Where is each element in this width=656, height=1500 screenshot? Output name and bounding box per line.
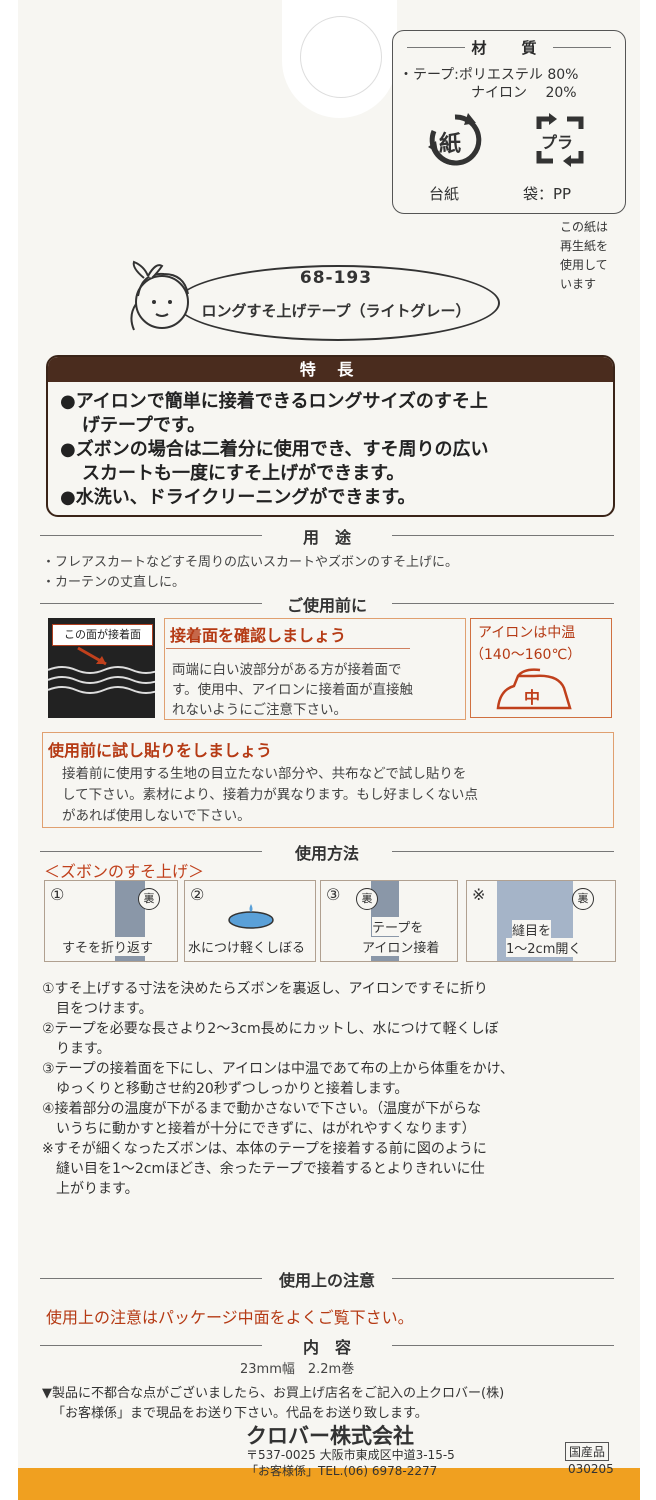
rule bbox=[40, 1345, 262, 1346]
origin-badge: 国産品 bbox=[565, 1442, 610, 1461]
rule bbox=[392, 603, 614, 604]
recycled-note-line: います bbox=[560, 277, 597, 291]
paper-recycle-icon bbox=[428, 113, 482, 166]
adhesive-line: 両端に白い波部分がある方が接着面で bbox=[172, 662, 402, 678]
rule bbox=[553, 47, 611, 48]
method-note-line: ゆっくりと移動させ約20秒ずつしっかりと接着します。 bbox=[42, 1081, 409, 1097]
method-note-line: いうちに動かすと接着が十分にできずに、はがれやすくなります） bbox=[42, 1121, 476, 1137]
feature-line: スカートも一度にすそ上げができます。 bbox=[82, 463, 405, 484]
adhesive-title: 接着面を確認しましょう bbox=[170, 626, 347, 645]
caution-text: 使用上の注意はパッケージ中面をよくご覧下さい。 bbox=[46, 1308, 414, 1327]
iron-icon bbox=[496, 668, 572, 710]
feature-line: げテープです。 bbox=[82, 415, 206, 436]
method-heading: 使用方法 bbox=[294, 844, 359, 863]
company-tel: 「お客様係」TEL.(06) 6978-2277 bbox=[246, 1464, 438, 1478]
plastic-recycle-icon bbox=[536, 113, 584, 167]
product-name: ロングすそ上げテープ（ライトグレー） bbox=[201, 302, 471, 320]
step-1-number: ① bbox=[50, 885, 65, 904]
notice-line: ▼製品に不都合な点がございましたら、お買上げ店名をご記入の上クロバー(株) bbox=[42, 1386, 505, 1401]
method-note-line: 上がります。 bbox=[42, 1181, 139, 1197]
rule bbox=[40, 603, 262, 604]
step-2-number: ② bbox=[190, 885, 205, 904]
step-4-number: ※ bbox=[472, 885, 486, 904]
feature-line: ●水洗い、ドライクリーニングができます。 bbox=[60, 487, 416, 508]
method-note-line: ①すそ上げする寸法を決めたらズボンを裏返し、アイロンですそに折り bbox=[42, 981, 488, 997]
method-note-line: ※すそが細くなったズボンは、本体のテープを接着する前に図のように bbox=[42, 1141, 487, 1157]
recycled-note-line: 使用して bbox=[560, 258, 608, 272]
caution-heading: 使用上の注意 bbox=[278, 1271, 375, 1290]
feature-line: ●ズボンの場合は二着分に使用でき、すそ周りの広い bbox=[60, 439, 489, 460]
step-1-caption: すそを折り返す bbox=[62, 937, 154, 956]
step-4-caption-2: 1～2cm開く bbox=[506, 938, 582, 957]
product-code: 68-193 bbox=[299, 268, 373, 288]
materials-title: 材 質 bbox=[471, 39, 547, 57]
adhesive-side-label: この面が接着面 bbox=[52, 624, 153, 646]
usage-heading: 用 途 bbox=[302, 528, 351, 547]
usage-line: ・フレアスカートなどすそ周りの広いスカートやズボンのすそ上げに。 bbox=[42, 555, 459, 570]
rule bbox=[407, 47, 465, 48]
hang-hole-ring bbox=[300, 16, 382, 98]
recycled-paper-note: この紙は 再生紙を 使用して います bbox=[560, 218, 630, 294]
method-subheading: ＜ズボンのすそ上げ＞ bbox=[44, 862, 205, 881]
trial-line: があれば使用しないで下さい。 bbox=[62, 808, 251, 824]
rule bbox=[392, 535, 614, 536]
trial-line: して下さい。素材により、接着力が異なります。もし好ましくない点 bbox=[62, 787, 478, 803]
step-1-reverse-mark: 裏 bbox=[138, 888, 160, 910]
contents-text: 23mm幅 2.2m巻 bbox=[240, 1362, 355, 1377]
method-note-line: ④接着部分の温度が下がるまで動かさないで下さい。（温度が下がらな bbox=[42, 1101, 482, 1117]
rule bbox=[40, 1278, 262, 1279]
features-heading: 特 長 bbox=[48, 357, 613, 382]
orange-bottom-edge bbox=[18, 1468, 640, 1500]
recycled-note-line: この紙は bbox=[560, 220, 609, 234]
rule bbox=[392, 1278, 614, 1279]
rule bbox=[40, 851, 262, 852]
adhesive-line: す。使用中、アイロンに接着面が直接触 bbox=[172, 682, 413, 698]
method-note-line: 縫い目を1～2cmほどき、余ったテープで接着するとよりきれいに仕 bbox=[42, 1161, 485, 1177]
iron-mark: 中 bbox=[524, 688, 541, 707]
iron-temp-title: アイロンは中温 bbox=[478, 625, 576, 641]
iron-temp-box bbox=[470, 618, 612, 718]
paper-mark: 紙 bbox=[439, 132, 462, 157]
step-3-caption-1: テープを bbox=[372, 917, 424, 936]
adhesive-box bbox=[164, 618, 466, 720]
adhesive-line: れないようにご注意下さい。 bbox=[172, 702, 347, 718]
mascot-face-icon bbox=[130, 260, 189, 331]
step-3-reverse-mark: 裏 bbox=[356, 888, 378, 910]
method-note-line: 目をつけます。 bbox=[42, 1001, 153, 1017]
step-4-caption-1: 縫目を bbox=[512, 920, 552, 939]
paper-caption: 台紙 bbox=[429, 185, 460, 203]
notice-line: 「お客様係」まで現品をお送り下さい。代品をお送り致します。 bbox=[52, 1406, 428, 1421]
feature-line: ●アイロンで簡単に接着できるロングサイズのすそ上 bbox=[60, 391, 488, 412]
material-line-1: ・テープ:ポリエステル 80% bbox=[399, 67, 579, 83]
contents-heading: 内 容 bbox=[302, 1338, 351, 1357]
before-use-heading: ご使用前に bbox=[286, 596, 367, 615]
package-card bbox=[18, 0, 640, 1500]
bag-caption: 袋：PP bbox=[523, 185, 572, 203]
recycled-note-line: 再生紙を bbox=[560, 239, 609, 253]
step-2-caption: 水につけ軽くしぼる bbox=[188, 937, 306, 956]
trial-line: 接着前に使用する生地の目立たない部分や、共布などで試し貼りを bbox=[62, 766, 467, 782]
rule bbox=[166, 648, 410, 649]
company-name: クロバー株式会社 bbox=[246, 1424, 414, 1448]
method-note-line: ります。 bbox=[42, 1041, 111, 1057]
step-4-reverse-mark: 裏 bbox=[572, 888, 594, 910]
iron-temp-range: （140～160℃） bbox=[470, 647, 582, 663]
method-note-line: ②テープを必要な長さより2～3cm長めにカットし、水につけて軽くしぼ bbox=[42, 1021, 499, 1037]
material-line-2: ナイロン 20% bbox=[471, 85, 577, 101]
materials-box: 材 質 ・テープ:ポリエステル 80% ナイロン 20% 紙 プラ 台紙 袋：P… bbox=[392, 30, 626, 214]
company-address: 〒537-0025 大阪市東成区中道3-15-5 bbox=[246, 1448, 455, 1462]
water-bowl-icon bbox=[228, 904, 274, 929]
features-box: 特 長 ●アイロンで簡単に接着できるロングサイズのすそ上 げテープです。 ●ズボ… bbox=[46, 355, 615, 517]
plastic-mark: プラ bbox=[541, 133, 574, 152]
step-3-caption-2: アイロン接着 bbox=[362, 937, 440, 956]
method-note-line: ③テープの接着面を下にし、アイロンは中温であて布の上から体重をかけ、 bbox=[42, 1061, 514, 1077]
rule bbox=[40, 535, 262, 536]
trial-title: 使用前に試し貼りをしましょう bbox=[48, 741, 273, 760]
rule bbox=[392, 851, 614, 852]
trial-box bbox=[42, 732, 614, 828]
usage-line: ・カーテンの丈直しに。 bbox=[42, 575, 186, 590]
rule bbox=[392, 1345, 614, 1346]
lot-number: 030205 bbox=[568, 1462, 614, 1476]
step-3-number: ③ bbox=[326, 885, 341, 904]
